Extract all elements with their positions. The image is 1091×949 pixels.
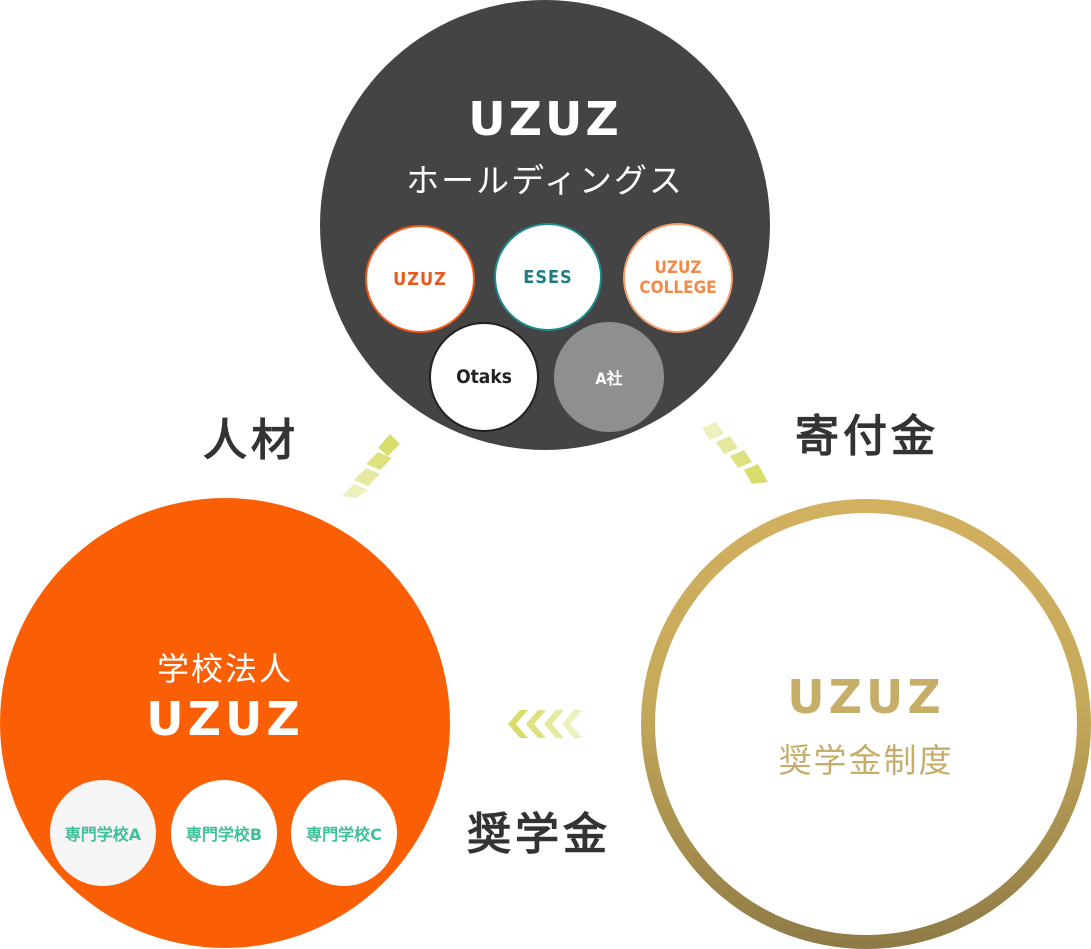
chevron-arrow-icon xyxy=(342,434,400,498)
school-a: 専門学校A xyxy=(50,780,156,886)
company-a: A社 xyxy=(554,322,664,432)
chevron-arrow-icon xyxy=(508,710,582,738)
flow-label-donation: 寄付金 xyxy=(795,411,939,462)
flow-label-talent: 人材 xyxy=(203,415,299,466)
school-corp-name: UZUZ xyxy=(146,692,304,746)
company-eses: ESES xyxy=(494,223,602,331)
school-c: 専門学校C xyxy=(291,780,397,886)
scholarship-title: UZUZ xyxy=(787,670,945,724)
scholarship-subtitle: 奨学金制度 xyxy=(778,741,954,780)
school-corp-title: 学校法人 xyxy=(156,650,293,688)
holdings-title: UZUZ xyxy=(468,92,622,146)
company-otaks: Otaks xyxy=(429,322,539,432)
flow-label-scholarship: 奨学金 xyxy=(467,809,611,860)
holdings-subtitle: ホールディングス xyxy=(406,161,684,200)
company-uzuz: UZUZ xyxy=(365,225,475,333)
school-b: 専門学校B xyxy=(171,780,277,886)
scholarship-circle xyxy=(655,513,1077,935)
chevron-arrow-icon xyxy=(702,422,768,484)
